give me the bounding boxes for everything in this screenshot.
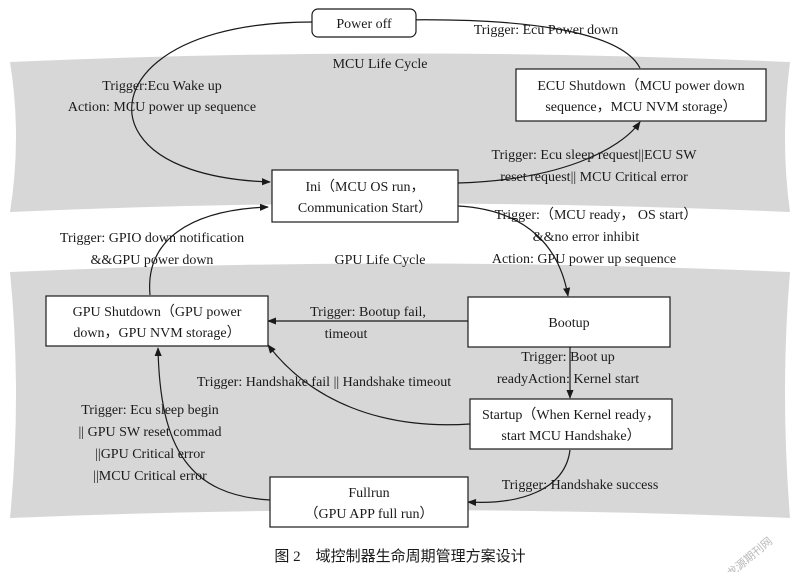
state-ini: Ini（MCU OS run， Communication Start） bbox=[271, 169, 459, 223]
state-label: Communication Start） bbox=[298, 200, 432, 216]
state-label: start MCU Handshake） bbox=[501, 428, 640, 444]
state-label: Startup（When Kernel ready， bbox=[482, 407, 660, 423]
transition-label-mcu-ready: Action: GPU power up sequence bbox=[492, 252, 676, 267]
arrow-ecu-shutdown-to-power-off bbox=[399, 16, 641, 69]
state-power-off: Power off bbox=[311, 8, 417, 38]
state-startup: Startup（When Kernel ready， start MCU Han… bbox=[469, 398, 673, 450]
state-label: down，GPU NVM storage） bbox=[73, 325, 240, 341]
arrow-fullrun-to-gpu-shutdown bbox=[154, 347, 271, 501]
arrow-startup-to-gpu-shutdown bbox=[267, 344, 471, 426]
transition-label-handshake-success: Trigger: Handshake success bbox=[502, 478, 659, 493]
watermark: 龙源期刊网 bbox=[724, 534, 775, 572]
state-label: （GPU APP full run） bbox=[304, 506, 433, 522]
state-bootup: Bootup bbox=[467, 296, 671, 348]
transition-label-sleep-begin: ||GPU Critical error bbox=[95, 447, 205, 462]
transition-label-sleep-request: Trigger: Ecu sleep request||ECU SW bbox=[492, 148, 698, 163]
state-label: GPU Shutdown（GPU power bbox=[73, 304, 242, 320]
state-label: Ini（MCU OS run， bbox=[305, 179, 424, 195]
transition-label-sleep-begin: || GPU SW reset commad bbox=[79, 425, 222, 440]
state-gpu-shutdown: GPU Shutdown（GPU power down，GPU NVM stor… bbox=[45, 295, 269, 347]
transition-label-boot-up-ready: Trigger: Boot up bbox=[521, 350, 615, 365]
transition-label-sleep-request: reset request|| MCU Critical error bbox=[500, 170, 688, 185]
state-fullrun: Fullrun （GPU APP full run） bbox=[269, 476, 469, 528]
transition-label-mcu-ready: &&no error inhibit bbox=[533, 230, 640, 245]
state-ecu-shutdown: ECU Shutdown（MCU power down sequence，MCU… bbox=[515, 68, 767, 122]
transition-label-gpio-down: &&GPU power down bbox=[91, 253, 214, 268]
transition-label-wake-up: Trigger:Ecu Wake up bbox=[102, 79, 221, 94]
transition-label-gpio-down: Trigger: GPIO down notification bbox=[60, 231, 244, 246]
arrow-startup-to-fullrun bbox=[467, 449, 571, 507]
transition-label-sleep-begin: ||MCU Critical error bbox=[93, 469, 207, 484]
state-label: Fullrun bbox=[348, 486, 389, 501]
state-label: sequence，MCU NVM storage） bbox=[545, 99, 736, 115]
state-label: Power off bbox=[336, 17, 392, 32]
transition-label-wake-up: Action: MCU power up sequence bbox=[68, 100, 256, 115]
arrow-ini-to-bootup bbox=[457, 205, 571, 297]
figure-caption: 图 2 域控制器生命周期管理方案设计 bbox=[274, 547, 525, 565]
gpu-region-title: GPU Life Cycle bbox=[335, 253, 426, 268]
transition-label-bootup-fail: Trigger: Bootup fail, bbox=[310, 305, 426, 320]
arrow-power-off-to-ini bbox=[131, 21, 313, 186]
state-label: ECU Shutdown（MCU power down bbox=[537, 78, 744, 94]
transition-label-sleep-begin: Trigger: Ecu sleep begin bbox=[81, 403, 219, 418]
arrow-gpu-shutdown-to-ini bbox=[149, 203, 269, 296]
transition-label-ecu-power-down: Trigger: Ecu Power down bbox=[474, 23, 619, 38]
transition-label-mcu-ready: Trigger:（MCU ready， OS start） bbox=[495, 207, 698, 223]
arrow-ini-to-ecu-shutdown bbox=[457, 121, 641, 184]
state-label: Bootup bbox=[548, 316, 589, 331]
transition-label-boot-up-ready: readyAction: Kernel start bbox=[497, 372, 639, 387]
mcu-region-title: MCU Life Cycle bbox=[333, 57, 428, 72]
transition-label-handshake-fail: Trigger: Handshake fail || Handshake tim… bbox=[197, 375, 451, 390]
transition-label-bootup-fail: timeout bbox=[325, 327, 368, 342]
